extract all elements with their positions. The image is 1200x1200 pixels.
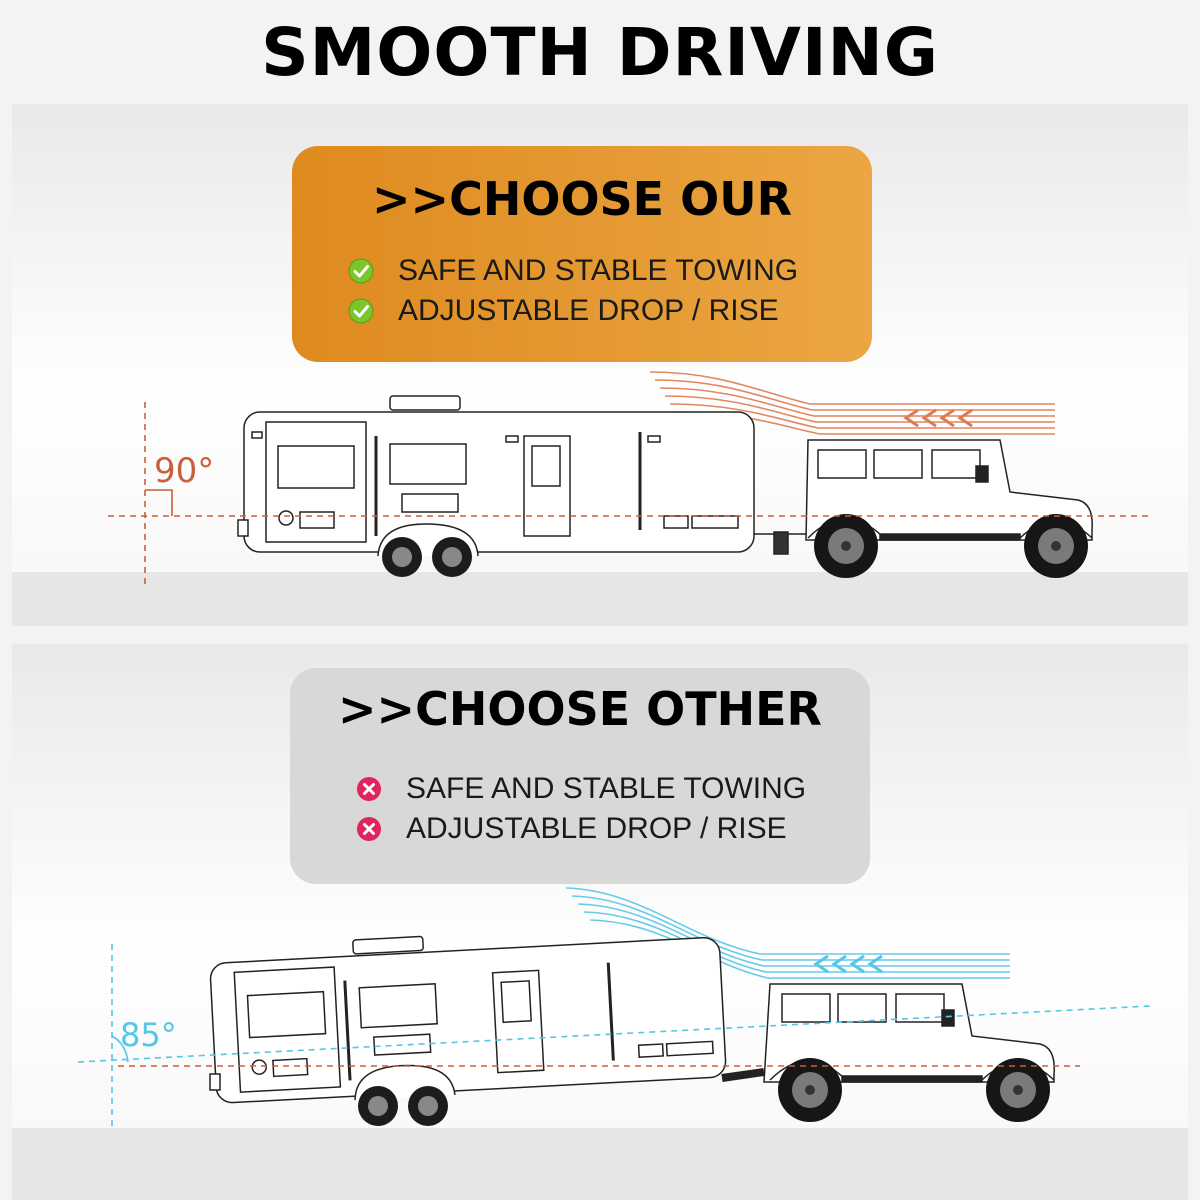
airflow-arrows xyxy=(903,408,973,428)
cross-icon xyxy=(357,817,381,841)
jeep-wheels xyxy=(814,514,1088,578)
cross-icon xyxy=(357,777,381,801)
item-label: ADJUSTABLE DROP / RISE xyxy=(398,294,779,327)
page-title: SMOOTH DRIVING xyxy=(261,14,939,91)
choose-our-card: >>CHOOSE OUR SAFE AND STABLE TOWING ADJU… xyxy=(292,146,872,362)
item-label: ADJUSTABLE DROP / RISE xyxy=(406,812,787,845)
list-item: SAFE AND STABLE TOWING xyxy=(356,772,806,806)
trailer-wheels xyxy=(382,537,472,577)
trailer-jack xyxy=(209,1073,221,1091)
list-item: SAFE AND STABLE TOWING xyxy=(348,254,798,288)
travel-trailer xyxy=(237,395,808,557)
right-angle-marker xyxy=(145,489,173,516)
check-icon xyxy=(348,298,374,324)
airflow-arrows xyxy=(813,954,883,974)
item-label: SAFE AND STABLE TOWING xyxy=(406,772,807,805)
check-icon xyxy=(348,258,374,284)
choose-our-heading: >>CHOOSE OUR xyxy=(372,172,792,226)
hitch xyxy=(721,1068,765,1082)
list-item: ADJUSTABLE DROP / RISE xyxy=(356,812,787,846)
travel-trailer xyxy=(209,935,727,1104)
choose-other-card: >>CHOOSE OTHER SAFE AND STABLE TOWING AD… xyxy=(290,668,870,884)
angle-label: 85° xyxy=(120,1016,177,1054)
choose-other-heading: >>CHOOSE OTHER xyxy=(338,682,822,736)
item-label: SAFE AND STABLE TOWING xyxy=(398,254,799,287)
angle-label: 90° xyxy=(154,451,214,491)
ground xyxy=(12,1128,1188,1200)
trailer-wheels xyxy=(358,1086,448,1126)
ground xyxy=(12,572,1188,626)
angle-arc xyxy=(111,1035,129,1063)
list-item: ADJUSTABLE DROP / RISE xyxy=(348,294,779,328)
jeep-wheels xyxy=(778,1058,1050,1122)
angle-guides xyxy=(108,402,1150,586)
